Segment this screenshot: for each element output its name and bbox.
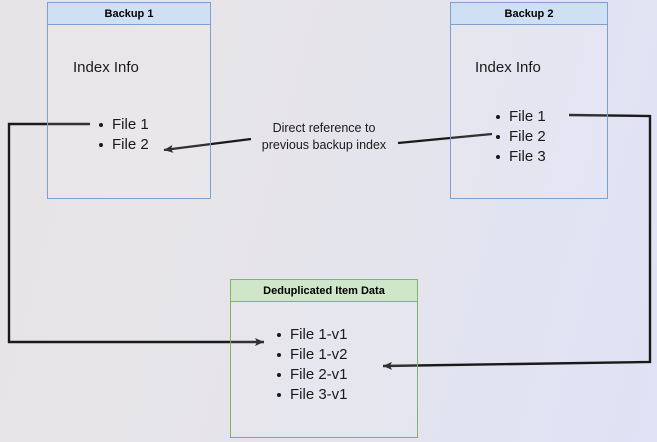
list-item[interactable]: File 3-v1 xyxy=(276,385,348,405)
node-backup-2-body: Index Info File 1 File 2 File 3 xyxy=(451,25,607,198)
list-item[interactable]: File 1 xyxy=(98,115,149,135)
edge-label-line-2: previous backup index xyxy=(261,138,387,152)
edge-label-line-1: Direct reference to xyxy=(272,121,376,135)
backup-2-index-info-label: Index Info xyxy=(475,59,541,76)
node-backup-2-header: Backup 2 xyxy=(451,3,607,25)
node-backup-2[interactable]: Backup 2 Index Info File 1 File 2 File 3 xyxy=(450,2,608,199)
node-backup-1[interactable]: Backup 1 Index Info File 1 File 2 xyxy=(47,2,211,199)
list-item[interactable]: File 1-v2 xyxy=(276,345,348,365)
node-backup-1-body: Index Info File 1 File 2 xyxy=(48,25,210,198)
backup-1-index-info-label: Index Info xyxy=(73,59,139,76)
list-item[interactable]: File 2-v1 xyxy=(276,365,348,385)
node-backup-1-header: Backup 1 xyxy=(48,3,210,25)
list-item[interactable]: File 2 xyxy=(495,127,546,147)
node-deduplicated-header: Deduplicated Item Data xyxy=(231,280,417,302)
list-item[interactable]: File 1 xyxy=(495,107,546,127)
node-deduplicated-item-data[interactable]: Deduplicated Item Data File 1-v1 File 1-… xyxy=(230,279,418,438)
edge-label-direct-reference: Direct reference to previous backup inde… xyxy=(249,120,399,154)
node-backup-1-title: Backup 1 xyxy=(104,7,154,20)
node-deduplicated-title: Deduplicated Item Data xyxy=(263,284,385,297)
list-item[interactable]: File 1-v1 xyxy=(276,325,348,345)
dedup-file-list: File 1-v1 File 1-v2 File 2-v1 File 3-v1 xyxy=(276,325,348,405)
list-item[interactable]: File 2 xyxy=(98,135,149,155)
backup-2-file-list: File 1 File 2 File 3 xyxy=(495,107,546,167)
node-backup-2-title: Backup 2 xyxy=(504,7,554,20)
list-item[interactable]: File 3 xyxy=(495,147,546,167)
node-deduplicated-body: File 1-v1 File 1-v2 File 2-v1 File 3-v1 xyxy=(231,302,417,437)
backup-1-file-list: File 1 File 2 xyxy=(98,115,149,155)
